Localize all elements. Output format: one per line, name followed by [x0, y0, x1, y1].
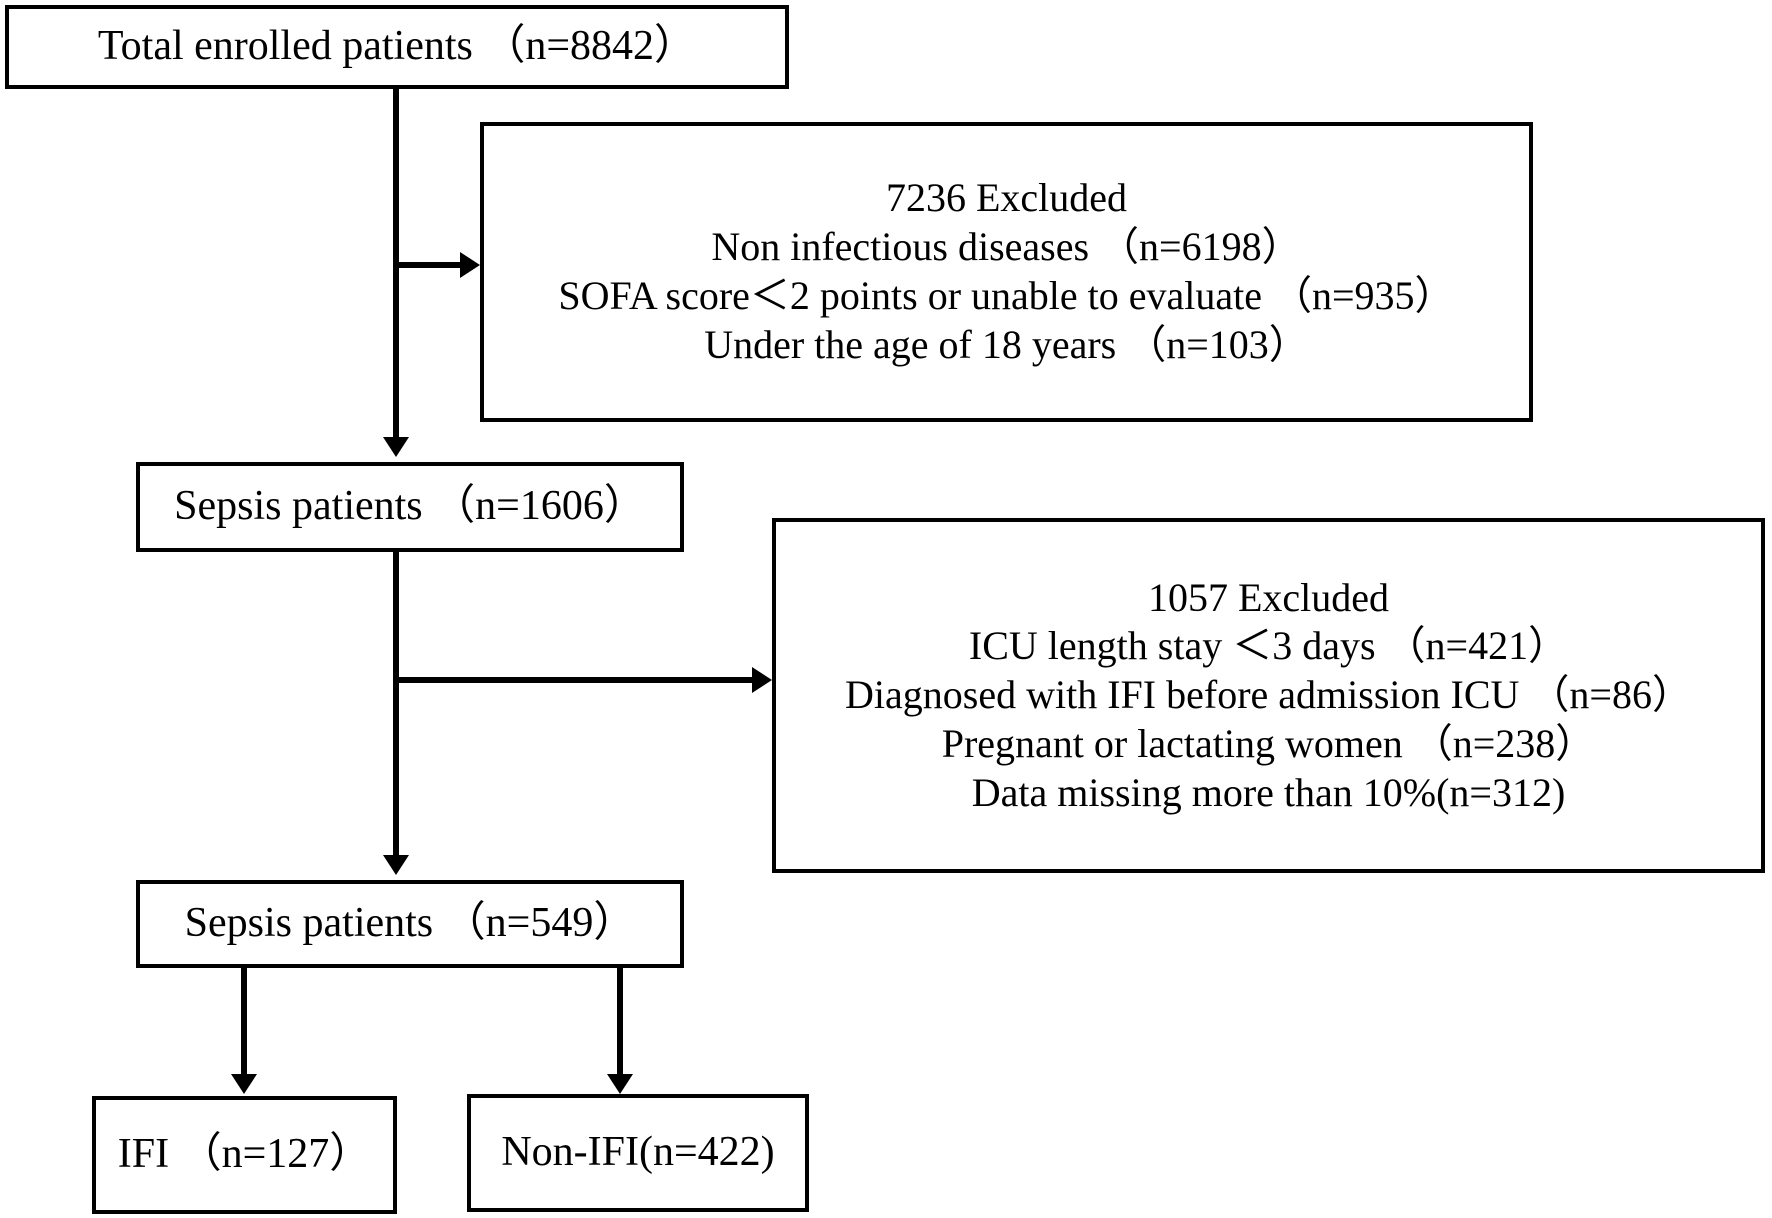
node-ifi-group: IFI （n=127） [92, 1096, 397, 1214]
node-exclusion-box-2-line-4: Pregnant or lactating women （n=238） [941, 720, 1596, 766]
node-exclusion-box-1-line-4: Under the age of 18 years （n=103） [704, 321, 1309, 367]
node-exclusion-box-2-line-1: 1057 Excluded [1147, 574, 1390, 620]
node-sepsis-patients-549: Sepsis patients （n=549） [136, 880, 684, 968]
node-sepsis-patients-549-line-1: Sepsis patients （n=549） [184, 900, 636, 947]
node-exclusion-box-1-line-3: SOFA score＜2 points or unable to evaluat… [558, 273, 1455, 318]
arrow-sepsis2-to-nonifi [607, 1074, 633, 1094]
connector-sepsis2-to-nonifi-vertical [617, 968, 623, 1078]
arrow-total-to-exclusion1 [460, 252, 480, 278]
node-exclusion-box-2: 1057 Excluded ICU length stay ＜3 days （n… [772, 518, 1765, 873]
connector-sepsis1-to-exclusion2-horizontal [396, 677, 754, 683]
node-exclusion-box-2-line-5: Data missing more than 10%(n=312) [971, 769, 1566, 815]
node-sepsis-patients-1606: Sepsis patients （n=1606） [136, 462, 684, 552]
connector-total-to-exclusion1-horizontal [396, 262, 462, 268]
node-non-ifi-group-text: Non-IFI(n=422) [501, 1129, 775, 1176]
node-ifi-group-line-1: IFI （n=127） [117, 1131, 372, 1178]
node-exclusion-box-2-line-3: Diagnosed with IFI before admission ICU … [845, 672, 1692, 718]
arrow-sepsis2-to-ifi [231, 1074, 257, 1094]
node-exclusion-box-2-line-2: ICU length stay ＜3 days （n=421） [968, 623, 1569, 669]
arrow-total-to-sepsis1 [383, 437, 409, 457]
node-sepsis-patients-1606-line-1: Sepsis patients （n=1606） [174, 483, 646, 530]
node-exclusion-box-1-line-2: Non infectious diseases （n=6198） [711, 224, 1302, 270]
arrow-sepsis1-to-exclusion2 [752, 667, 772, 693]
node-total-enrolled-patients: Total enrolled patients （n=8842） [5, 5, 789, 89]
connector-sepsis2-to-ifi-vertical [241, 968, 247, 1078]
connector-sepsis1-to-sepsis2-vertical [393, 552, 399, 855]
arrow-sepsis1-to-sepsis2 [383, 855, 409, 875]
node-exclusion-box-1: 7236 Excluded Non infectious diseases （n… [480, 122, 1533, 422]
node-total-enrolled-patients-line-1: Total enrolled patients （n=8842） [97, 23, 697, 70]
node-non-ifi-group: Non-IFI(n=422) [467, 1094, 809, 1212]
node-non-ifi-group-line-1: Non-IFI(n=422) [501, 1127, 774, 1178]
node-exclusion-box-1-line-1: 7236 Excluded [885, 175, 1128, 221]
